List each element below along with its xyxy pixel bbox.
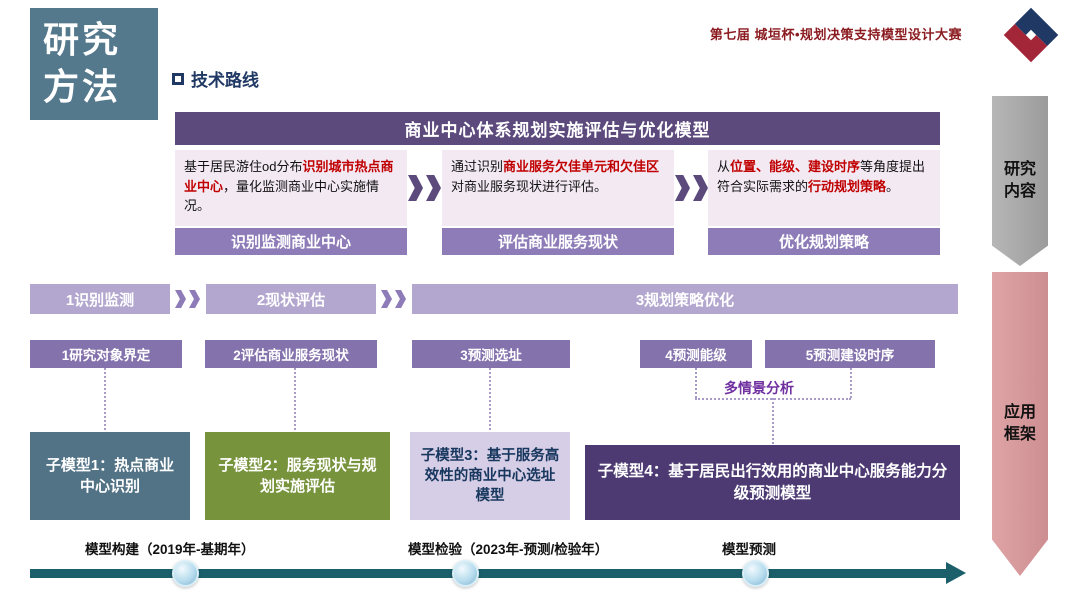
highlighted-text: 识别城市热点商业中心 [184,159,394,194]
double-chevron-icon [408,175,441,201]
text-segment: ，量化监测商业中心实施情况。 [184,178,380,214]
dotted-connector [294,368,296,430]
double-chevron-icon [381,290,406,308]
ribbon-label: 研究内容 [1003,161,1036,200]
task-4-box: 4预测能级 [640,340,752,368]
stage-2-bar: 2现状评估 [206,284,376,314]
step-1-label: 识别监测商业中心 [175,228,407,255]
phase-3-label: 模型预测 [722,542,776,557]
text-segment: 。 [886,178,900,194]
step-3-description: 从位置、能级、建设时序等角度提出符合实际需求的行动规划策略。 [708,150,940,226]
task-5-box: 5预测建设时序 [765,340,935,368]
phase-2-label: 模型检验（2023年-预测/检验年） [408,542,609,557]
timeline-arrowhead-icon [946,562,966,584]
multi-scenario-annotation: 多情景分析 [720,378,798,398]
step-3: 从位置、能级、建设时序等角度提出符合实际需求的行动规划策略。 优化规划策略 [708,150,940,255]
submodel-3-box: 子模型3：基于服务高效性的商业中心选址模型 [410,432,570,520]
text-segment: 对商业服务现状进行评估。 [451,178,608,194]
page-title-line: 研究 [43,19,122,61]
step-2: 通过识别商业服务欠佳单元和欠佳区对商业服务现状进行评估。 评估商业服务现状 [442,150,674,255]
timeline-bar [30,569,946,578]
ribbon-application-framework: 应用框架 [992,272,1048,576]
section-title-text: 技术路线 [191,71,259,90]
stage-3-bar: 3规划策略优化 [412,284,958,314]
timeline-node [742,560,769,587]
phase-1-label: 模型构建（2019年-基期年） [85,542,255,557]
highlighted-text: 行动规划策略 [808,178,887,194]
submodel-1-box: 子模型1：热点商业中心识别 [30,432,190,520]
task-2-box: 2评估商业服务现状 [205,340,377,368]
task-3-box: 3预测选址 [412,340,570,368]
stage-1-bar: 1识别监测 [30,284,170,314]
step-3-label: 优化规划策略 [708,228,940,255]
ribbon-label: 应用框架 [1003,404,1036,443]
step-2-description: 通过识别商业服务欠佳单元和欠佳区对商业服务现状进行评估。 [442,150,674,226]
competition-logo-icon [1002,6,1060,64]
model-steps: 基于居民游住od分布识别城市热点商业中心，量化监测商业中心实施情况。 识别监测商… [175,150,940,256]
timeline-node [172,560,199,587]
text-segment: 从 [717,159,731,174]
square-bullet-icon [172,72,184,85]
timeline-node [452,560,479,587]
step-1: 基于居民游住od分布识别城市热点商业中心，量化监测商业中心实施情况。 识别监测商… [175,150,407,255]
text-segment: 通过识别 [451,159,504,174]
page-title-line: 方法 [43,66,122,107]
model-title-bar: 商业中心体系规划实施评估与优化模型 [175,112,940,145]
double-chevron-icon [675,175,708,201]
dotted-connector [772,398,774,444]
submodel-2-box: 子模型2：服务现状与规划实施评估 [205,432,390,520]
section-title: 技术路线 [172,66,259,91]
dotted-connector [695,368,697,398]
ribbon-research-content: 研究内容 [992,96,1048,266]
dotted-connector [850,368,852,398]
dotted-connector [104,368,106,430]
highlighted-text: 商业服务欠佳单元和欠佳区 [503,159,660,174]
dotted-connector [489,368,491,430]
competition-title: 第七届 城垣杯•规划决策支持模型设计大赛 [709,27,962,42]
page-title: 研究 方法 [30,8,158,120]
text-segment: 等角度提出符合实际需求的 [717,159,926,194]
step-1-description: 基于居民游住od分布识别城市热点商业中心，量化监测商业中心实施情况。 [175,150,407,226]
submodel-4-box: 子模型4：基于居民出行效用的商业中心服务能力分级预测模型 [585,445,960,520]
text-segment: 基于居民游住od分布 [184,159,303,174]
double-chevron-icon [175,290,200,308]
highlighted-text: 位置、能级、建设时序 [730,159,861,174]
step-2-label: 评估商业服务现状 [442,228,674,255]
task-1-box: 1研究对象界定 [30,340,182,368]
